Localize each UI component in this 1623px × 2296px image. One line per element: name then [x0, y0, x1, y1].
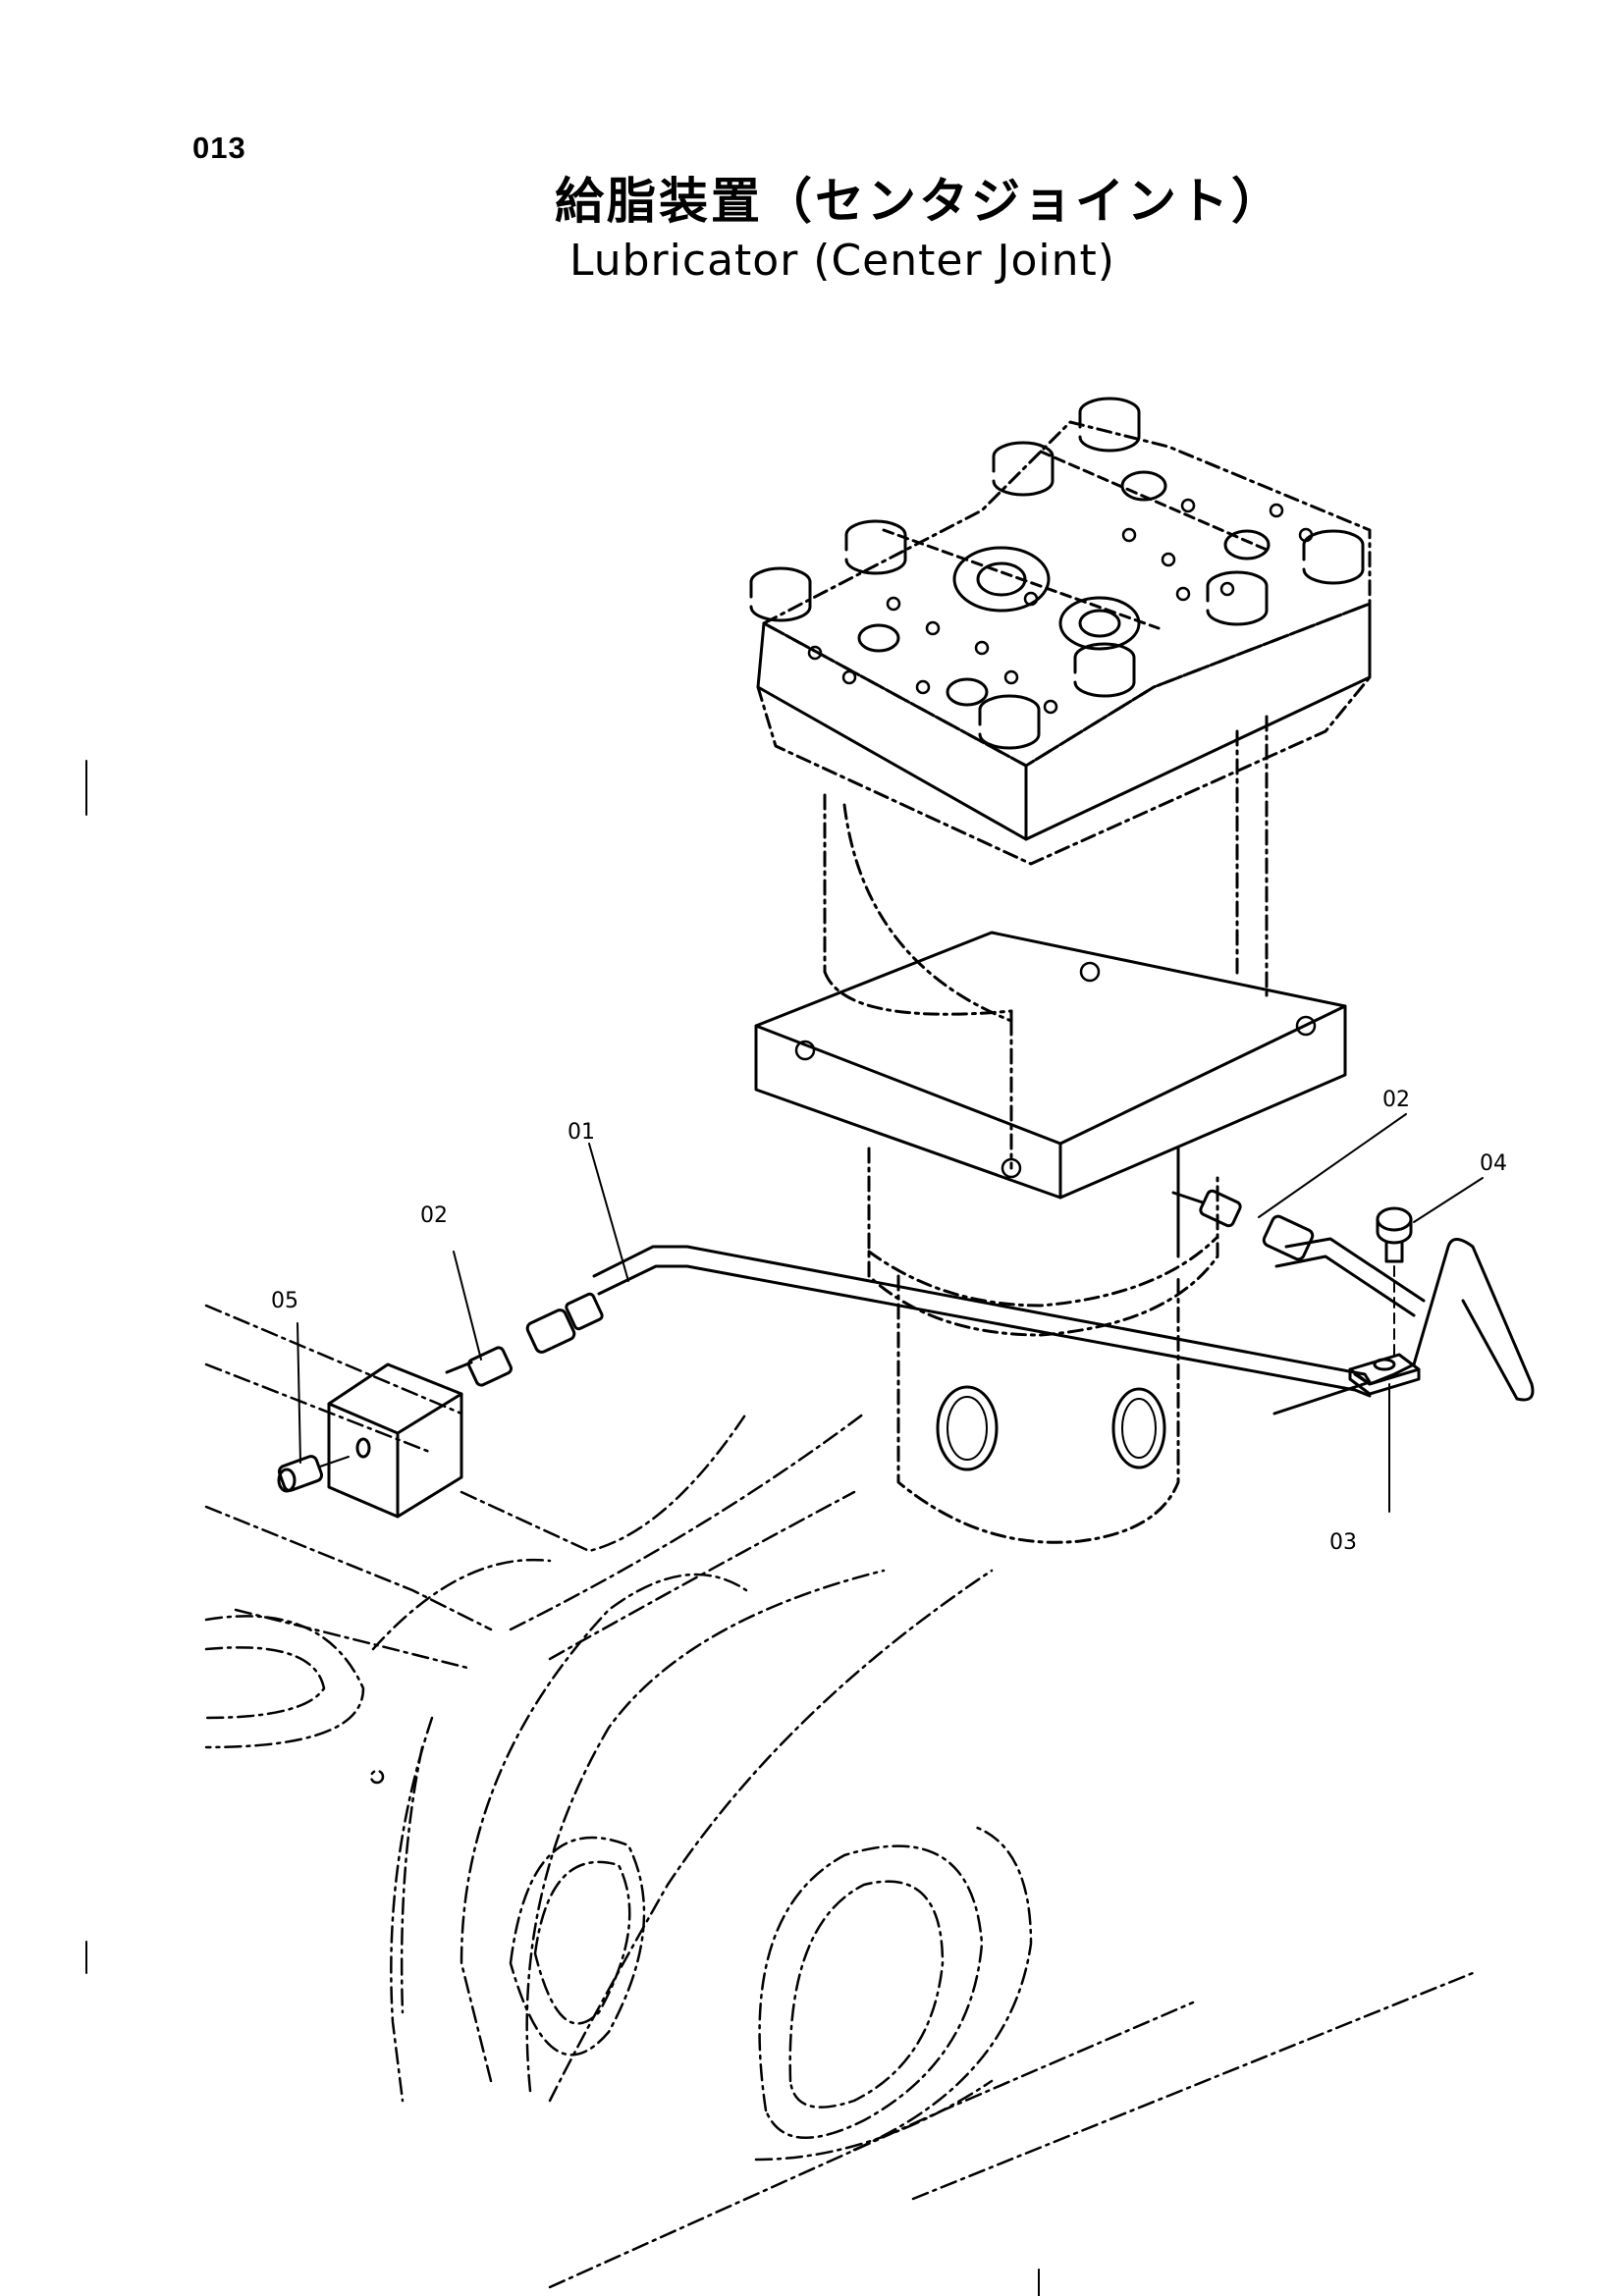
callout-03: 03: [1329, 1530, 1357, 1555]
title-japanese: 給脂装置（センタジョイント）: [555, 173, 1283, 230]
grease-block: [327, 1362, 463, 1519]
center-joint-cover: [749, 397, 1372, 866]
callout-01: 01: [568, 1120, 595, 1145]
scan-margin-marks: [85, 760, 1040, 2296]
grease-nipple-05: [277, 1455, 350, 1493]
callout-05: 05: [271, 1289, 298, 1313]
callout-04: 04: [1480, 1151, 1507, 1176]
page-number: 013: [192, 131, 246, 165]
callout-02-right: 02: [1382, 1088, 1410, 1112]
fitting-02-left: [445, 1292, 604, 1387]
fitting-02-right: [1171, 1189, 1315, 1261]
callout-02-left: 02: [420, 1203, 448, 1228]
swing-frame: [204, 1304, 1475, 2289]
clamp-03: [1348, 1353, 1421, 1396]
center-joint-body: [754, 715, 1347, 1544]
leader-lines: [297, 1113, 1484, 1513]
lube-pipe: [592, 1237, 1535, 1415]
bolt-04: [1376, 1206, 1413, 1356]
title-english: Lubricator (Center Joint): [569, 236, 1115, 286]
callout-labels: 01 02 02 03 04 05: [271, 1088, 1507, 1555]
